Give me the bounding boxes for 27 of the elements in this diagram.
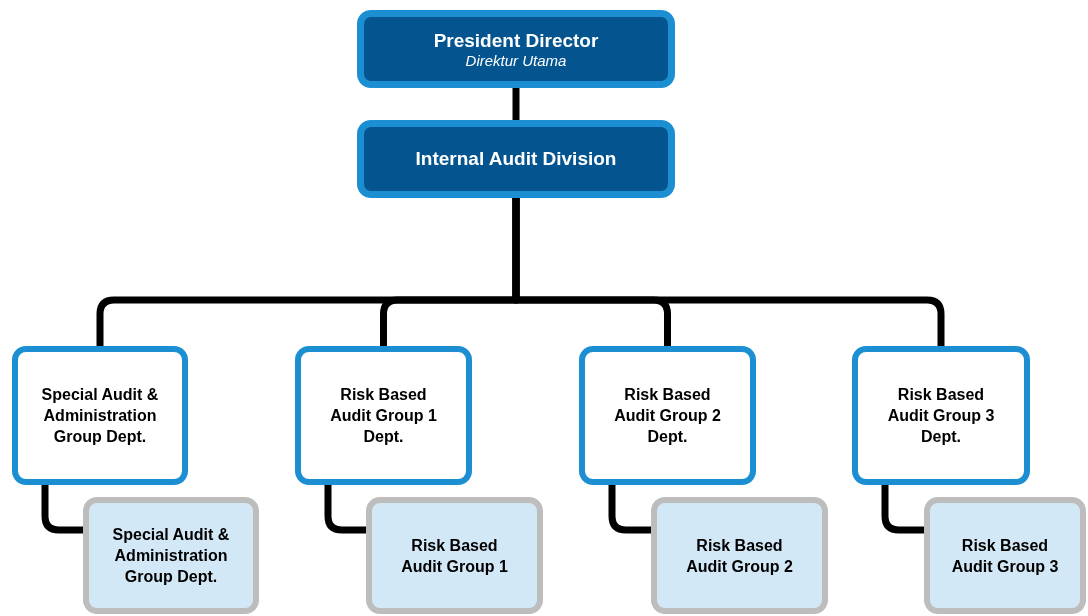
- department-box: [295, 346, 472, 485]
- connector-line: [512, 88, 520, 120]
- group-box: [366, 497, 543, 614]
- box-title: Special Audit & Administration Group Dept.: [111, 525, 231, 587]
- box-title: Risk Based Audit Group 1 Dept.: [329, 385, 438, 447]
- box-title: President Director: [432, 29, 600, 52]
- connector-line: [324, 485, 366, 534]
- department-box: [579, 346, 756, 485]
- connector-line: [881, 485, 924, 534]
- box-title: Risk Based Audit Group 1: [400, 535, 509, 577]
- group-box: [83, 497, 259, 614]
- connector-line: [512, 198, 945, 346]
- subtitle: Direktur Utama: [464, 51, 568, 69]
- box-title: Risk Based Audit Group 3 Dept.: [886, 385, 996, 447]
- group-box: [924, 497, 1086, 614]
- connector-line: [41, 485, 83, 534]
- group-box: [651, 497, 828, 614]
- department-box: [12, 346, 188, 485]
- box-title: Risk Based Audit Group 2 Dept.: [613, 385, 722, 447]
- title-box: [357, 120, 675, 198]
- department-box: [852, 346, 1030, 485]
- connector-line: [608, 485, 651, 534]
- box-title: Risk Based Audit Group 2: [685, 535, 794, 577]
- box-title: Special Audit & Administration Group Dept.: [40, 385, 160, 447]
- box-title: Internal Audit Division: [414, 148, 618, 170]
- title-box: [357, 10, 675, 88]
- box-title: Risk Based Audit Group 3: [950, 535, 1060, 577]
